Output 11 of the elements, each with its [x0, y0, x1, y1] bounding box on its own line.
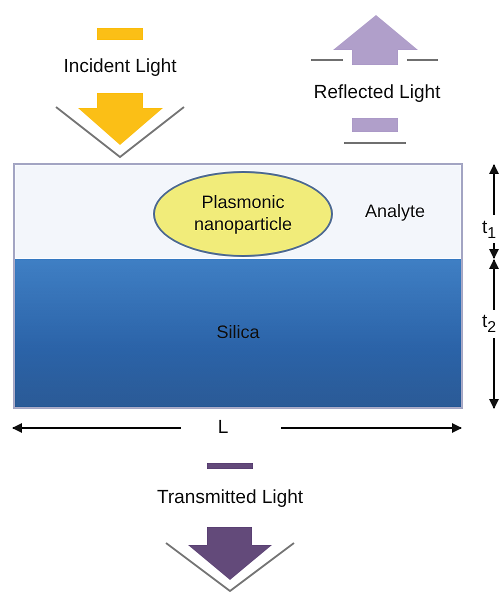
layer-label: Silica [216, 322, 260, 344]
dimension-label: t$_{1}$ [482, 217, 496, 243]
silica-layer [13, 259, 463, 409]
dimension-label: t$_{2}$ [482, 311, 496, 337]
light-label: Transmitted Light [156, 487, 304, 509]
light-label: Incident Light [63, 56, 177, 78]
light-label: Reflected Light [314, 82, 440, 104]
layer-label: Analyte [365, 201, 426, 223]
dimension-label: L [218, 417, 228, 439]
layer-label: Plasmonic nanoparticle [192, 192, 294, 236]
analyte-layer [13, 163, 463, 259]
